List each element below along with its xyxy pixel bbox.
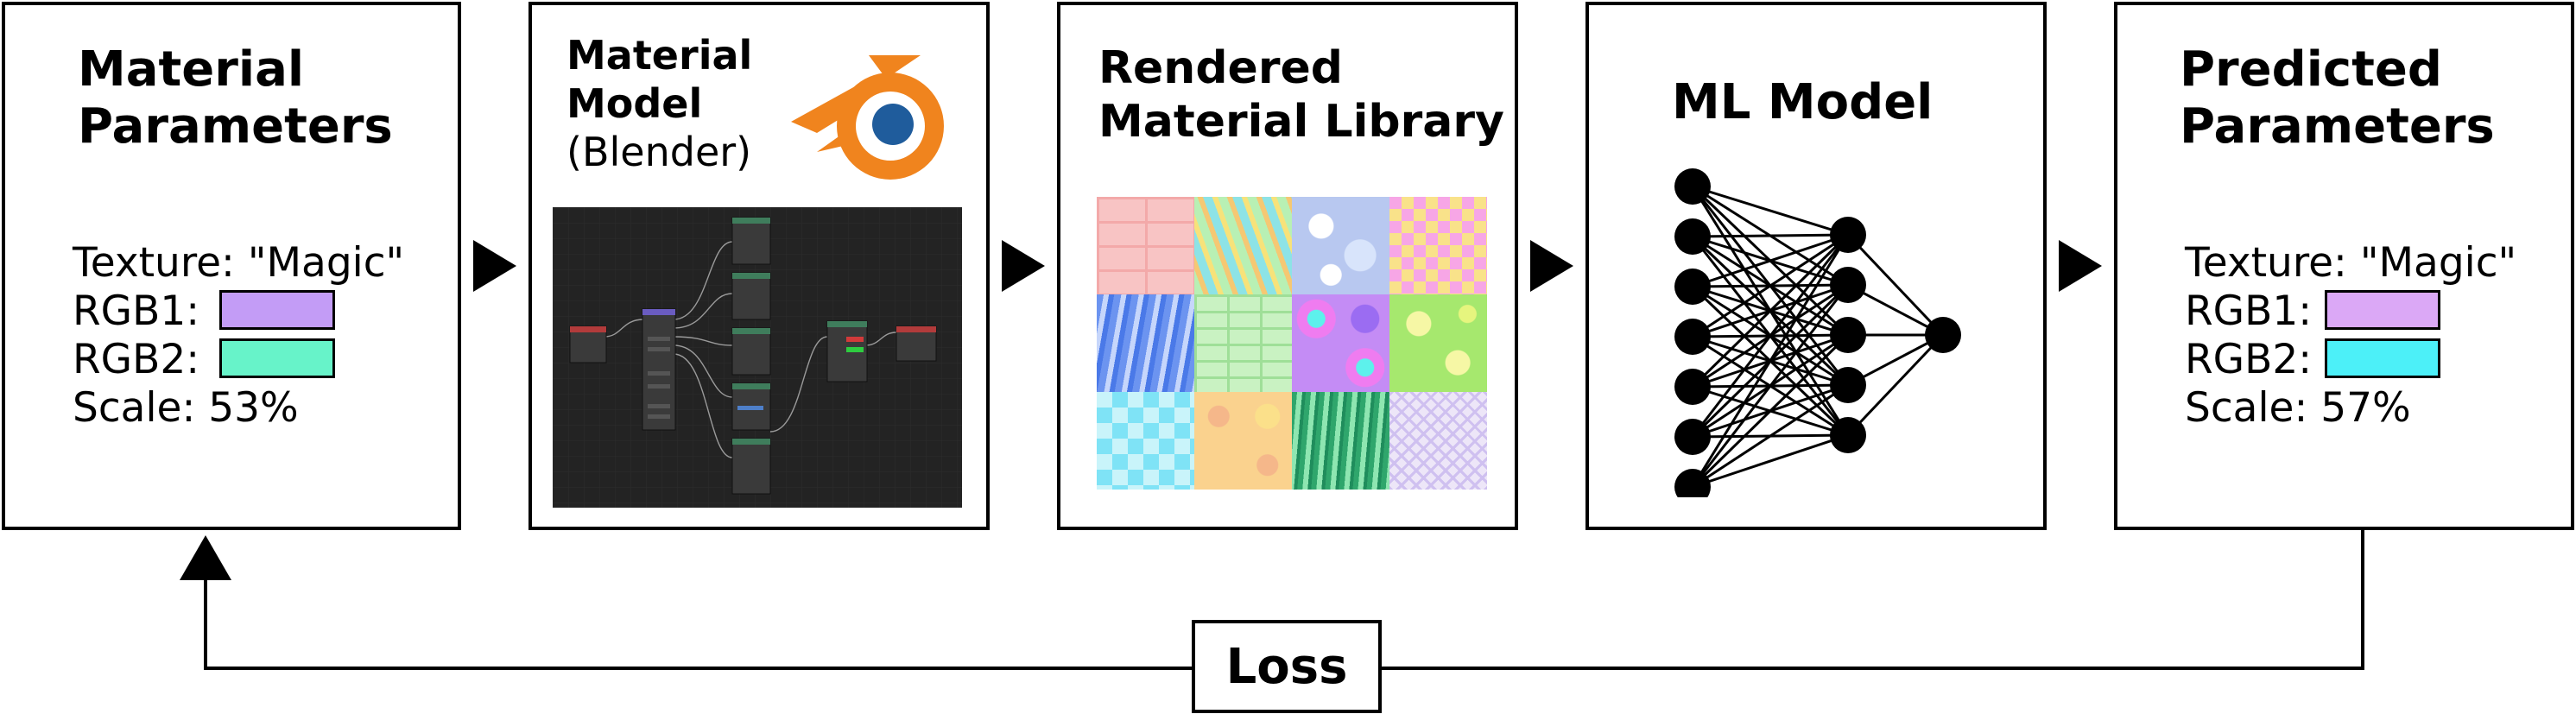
- panel-title: Material Parameters: [78, 41, 393, 155]
- arrow-right-icon: [2059, 240, 2102, 292]
- texture-tile: [1389, 294, 1487, 392]
- texture-label: Texture:: [2185, 239, 2347, 287]
- texture-row: Texture: "Magic": [73, 238, 404, 288]
- texture-tile: [1292, 197, 1389, 294]
- node-editor-screenshot: [553, 207, 962, 508]
- network-edge: [1691, 234, 1850, 438]
- scale-value: 53%: [208, 384, 299, 432]
- texture-value: "Magic": [247, 239, 405, 287]
- texture-tile: [1389, 392, 1487, 490]
- scale-label: Scale:: [2185, 384, 2308, 432]
- texture-tile: [1097, 294, 1194, 392]
- texture-tile: [1292, 294, 1389, 392]
- network-node: [1830, 217, 1866, 253]
- network-edge: [1691, 234, 1850, 488]
- feedback-line-left: [204, 667, 1195, 670]
- texture-grid: [1097, 197, 1487, 490]
- network-edge: [1692, 233, 1849, 238]
- loss-label: Loss: [1225, 638, 1348, 695]
- network-edge: [1692, 383, 1849, 489]
- neural-network-icon: [1674, 168, 1961, 497]
- network-node: [1830, 367, 1866, 403]
- title-line-2: Material Library: [1098, 96, 1504, 148]
- arrow-up-icon: [180, 535, 231, 580]
- title-line-3: (Blender): [566, 129, 752, 175]
- network-edge: [1691, 284, 1850, 488]
- ml-model-panel: ML Model: [1585, 2, 2047, 530]
- network-node: [1674, 168, 1711, 205]
- arrow-right-icon: [1530, 240, 1573, 292]
- network-node: [1674, 269, 1711, 305]
- node-graph: [553, 207, 962, 508]
- title-line-2: Parameters: [2180, 98, 2495, 155]
- network-node: [1830, 317, 1866, 353]
- scale-row: Scale: 53%: [73, 383, 299, 433]
- network-node: [1674, 369, 1711, 405]
- feedback-line-up: [204, 577, 207, 670]
- rgb2-swatch: [219, 338, 335, 378]
- arrow-right-icon: [1002, 240, 1045, 292]
- scale-value: 57%: [2320, 384, 2411, 432]
- network-node: [1830, 267, 1866, 303]
- panel-title: Material Model (Blender): [566, 31, 752, 176]
- arrow-right-icon: [473, 240, 516, 292]
- title-line-1: Predicted: [2180, 41, 2442, 98]
- rgb1-label: RGB1:: [2185, 287, 2313, 335]
- network-node: [1674, 319, 1711, 355]
- feedback-line-right: [1378, 667, 2364, 670]
- network-node: [1674, 469, 1711, 497]
- texture-tile: [1194, 197, 1292, 294]
- rgb2-swatch: [2325, 338, 2440, 378]
- network-edge: [1692, 233, 1849, 338]
- rendered-library-panel: Rendered Material Library: [1057, 2, 1518, 530]
- texture-row: Texture: "Magic": [2185, 238, 2516, 288]
- texture-value: "Magic": [2359, 239, 2517, 287]
- material-parameters-panel: Material Parameters Texture: "Magic" RGB…: [2, 2, 461, 530]
- panel-title: Rendered Material Library: [1098, 41, 1504, 148]
- rgb1-label: RGB1:: [73, 287, 200, 335]
- scale-label: Scale:: [73, 384, 196, 432]
- rgb1-swatch: [2325, 290, 2440, 330]
- predicted-parameters-panel: Predicted Parameters Texture: "Magic" RG…: [2114, 2, 2574, 530]
- network-edge: [1691, 233, 1850, 389]
- title-line-1: Rendered: [1098, 42, 1343, 94]
- title-line-2: Parameters: [78, 98, 393, 155]
- network-edge: [1691, 333, 1850, 489]
- network-node: [1674, 419, 1711, 455]
- texture-tile: [1194, 294, 1292, 392]
- texture-tile: [1389, 197, 1487, 294]
- network-edge: [1692, 233, 1849, 288]
- texture-tile: [1097, 392, 1194, 490]
- title-line-1: Material: [566, 32, 753, 79]
- panel-title: ML Model: [1672, 74, 1934, 130]
- texture-tile: [1292, 392, 1389, 490]
- texture-label: Texture:: [73, 239, 235, 287]
- rgb1-swatch: [219, 290, 335, 330]
- rgb2-label: RGB2:: [73, 336, 200, 383]
- title-line-2: Model: [566, 80, 703, 127]
- network-edge: [1846, 233, 1945, 337]
- panel-title: Predicted Parameters: [2180, 41, 2495, 155]
- loss-box: Loss: [1192, 620, 1382, 713]
- title-line-1: Material: [78, 41, 305, 98]
- texture-tile: [1097, 197, 1194, 294]
- rgb2-label: RGB2:: [2185, 336, 2313, 383]
- network-edge: [1692, 433, 1849, 489]
- network-edge: [1846, 333, 1945, 437]
- material-model-panel: Material Model (Blender): [528, 2, 990, 530]
- blender-logo-icon: [791, 55, 944, 180]
- network-node: [1830, 417, 1866, 453]
- network-node: [1925, 317, 1961, 353]
- scale-row: Scale: 57%: [2185, 383, 2411, 433]
- network-node: [1674, 218, 1711, 255]
- network-edge: [1692, 185, 1849, 237]
- texture-tile: [1194, 392, 1292, 490]
- feedback-line-down: [2361, 530, 2364, 670]
